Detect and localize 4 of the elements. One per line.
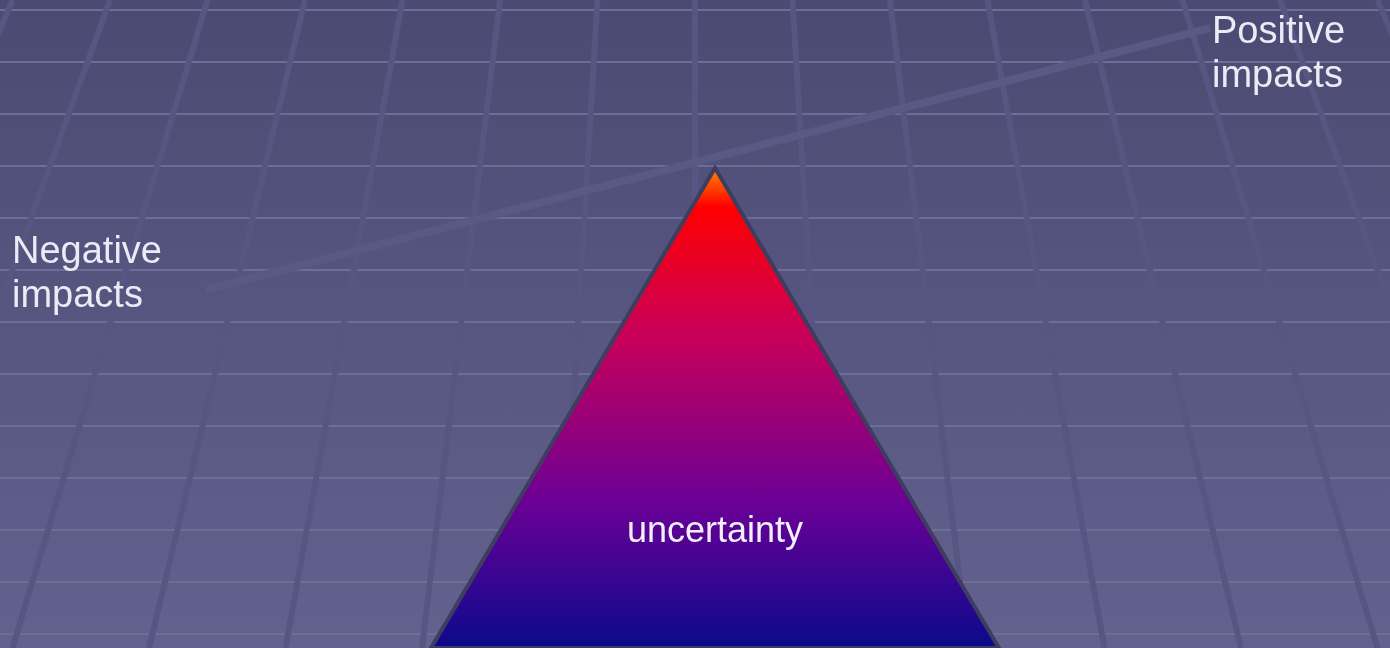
beam-line: [205, 24, 1211, 294]
text-label: Positive impacts: [1212, 8, 1384, 104]
text-label: Negative impacts: [12, 228, 212, 324]
triangle-label: uncertainty: [625, 508, 805, 552]
